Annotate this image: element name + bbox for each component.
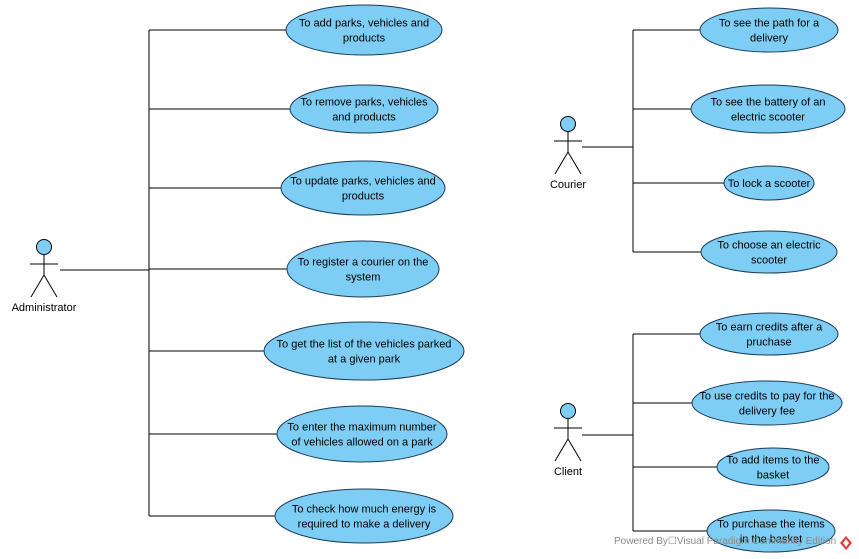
actor-label-administrator: Administrator	[12, 302, 77, 314]
use-case-ellipse	[289, 84, 439, 134]
use-case-label: in the basket	[740, 534, 802, 546]
use-case-ellipse	[276, 405, 448, 463]
actor-head	[36, 239, 52, 255]
use-case-label: To get the list of the vehicles parked	[277, 339, 452, 351]
use-case-label: To enter the maximum number	[287, 422, 437, 434]
use-case-label: system	[346, 272, 381, 284]
visual-paradigm-logo-icon	[840, 536, 852, 550]
use-case-label: To choose an electric	[717, 240, 821, 252]
use-case-label: To add parks, vehicles and	[299, 18, 429, 30]
use-case-ellipse	[716, 447, 830, 487]
use-case-ellipse	[263, 321, 465, 381]
use-case-ellipse	[286, 240, 440, 298]
use-case-ellipse	[274, 488, 454, 544]
use-case-label: pruchase	[746, 337, 791, 349]
actor-leg-left	[30, 274, 45, 298]
actor-head	[560, 403, 576, 419]
actor-leg-left	[554, 151, 569, 175]
use-case-ellipse	[699, 312, 839, 356]
use-case-label: To lock a scooter	[728, 178, 811, 190]
use-case-label: To remove parks, vehicles	[300, 97, 428, 109]
use-case-ellipse	[700, 230, 838, 274]
actor-leg-right	[43, 274, 58, 298]
use-case-label: To update parks, vehicles and	[290, 176, 436, 188]
use-case-label: and products	[332, 112, 396, 124]
use-case-label: delivery	[750, 33, 788, 45]
use-case-ellipse	[691, 380, 843, 426]
actor-label-client: Client	[554, 466, 582, 478]
use-case-label: To register a courier on the	[298, 257, 429, 269]
actor-leg-left	[554, 438, 569, 462]
actor-head	[560, 116, 576, 132]
use-case-label: products	[343, 33, 386, 45]
use-case-ellipse	[280, 160, 446, 216]
use-case-label: To see the battery of an	[711, 97, 826, 109]
use-case-ellipse	[690, 84, 846, 134]
use-case-label: To purchase the items	[717, 519, 825, 531]
use-case-label: electric scooter	[731, 112, 805, 124]
actor-leg-right	[567, 438, 582, 462]
actor-label-courier: Courier	[550, 179, 586, 191]
use-case-label: To use credits to pay for the	[699, 391, 834, 403]
use-case-ellipse	[285, 4, 443, 56]
actor-leg-right	[567, 151, 582, 175]
use-case-label: required to make a delivery	[298, 519, 431, 531]
use-case-label: delivery fee	[739, 406, 795, 418]
use-case-label: basket	[757, 470, 789, 482]
use-case-label: To earn credits after a	[716, 322, 823, 334]
use-case-label: To see the path for a	[719, 18, 820, 30]
use-case-ellipse	[723, 165, 815, 201]
use-case-label: To check how much energy is	[292, 504, 437, 516]
watermark-text: Powered By☐Visual Paradigm Community Edi…	[614, 536, 837, 547]
use-case-ellipse	[706, 509, 836, 553]
use-case-ellipse	[699, 7, 839, 53]
use-case-label: scooter	[751, 255, 787, 267]
use-case-label: of vehicles allowed on a park	[291, 437, 433, 449]
use-case-label: at a given park	[328, 354, 401, 366]
use-case-label: products	[342, 191, 385, 203]
use-case-label: To add items to the	[727, 455, 820, 467]
